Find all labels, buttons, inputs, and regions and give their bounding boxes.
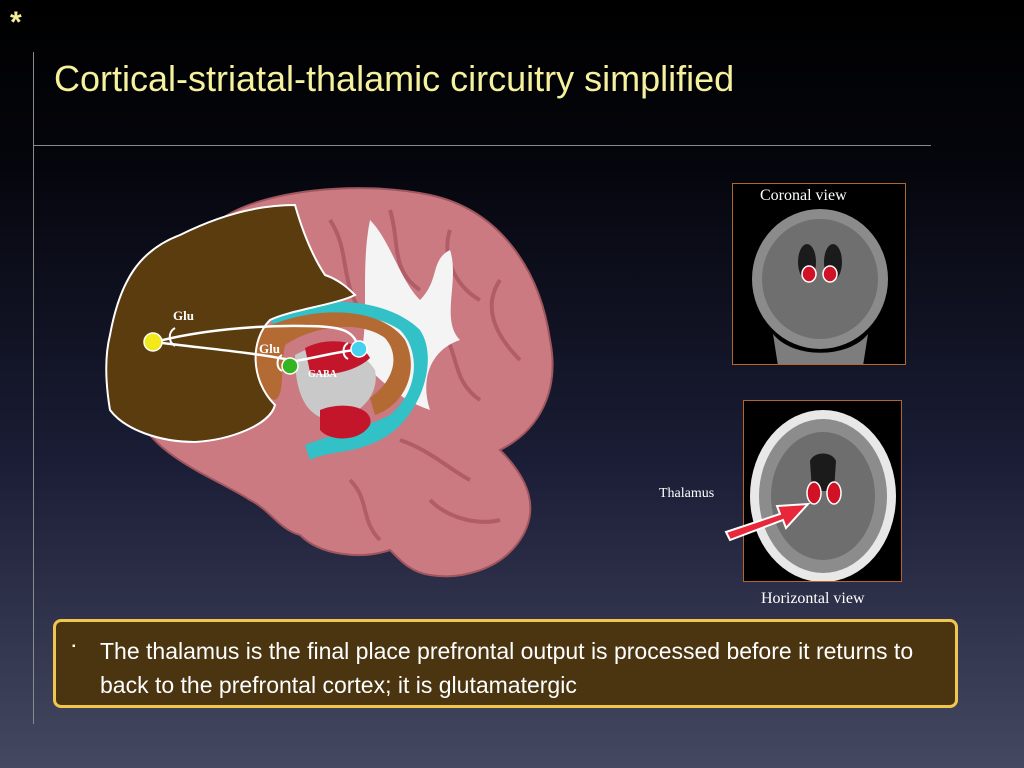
horizontal-mri-image — [743, 400, 902, 582]
coronal-mri-image — [732, 183, 906, 365]
synapse-mid — [276, 354, 283, 372]
label-glu-mid: Glu — [259, 341, 280, 356]
title-underline — [33, 145, 931, 146]
horizontal-thalamus-left — [806, 481, 822, 505]
cingulum — [270, 301, 428, 460]
caption-box — [53, 619, 958, 708]
horizontal-thalamus-right — [826, 481, 842, 505]
striatum — [255, 312, 411, 415]
coronal-thalamus-left — [801, 265, 817, 283]
label-gaba: GABA — [308, 369, 338, 380]
prefrontal-region — [105, 203, 357, 444]
horizontal-view-label: Horizontal view — [761, 590, 865, 607]
vertical-rule — [33, 52, 34, 724]
thalamus-label: Thalamus — [659, 486, 715, 501]
slide-asterisk: * — [10, 6, 22, 39]
white-matter — [360, 220, 460, 410]
synapse-gaba — [342, 342, 349, 360]
red-nucleus — [320, 405, 371, 439]
brain-circuit-diagram: Glu Glu GABA — [105, 187, 554, 578]
label-glu-top: Glu — [173, 308, 194, 323]
slide-title: Cortical-striatal-thalamic circuitry sim… — [54, 58, 735, 99]
caption-text: The thalamus is the final place prefront… — [100, 638, 914, 698]
coronal-view-label: Coronal view — [760, 187, 847, 204]
bullet-icon: ▪ — [72, 641, 76, 652]
synapse-top — [168, 327, 176, 347]
node-thalamus-cyan — [350, 340, 368, 358]
path-glu-top — [154, 324, 360, 349]
path-glu-mid — [154, 340, 291, 362]
coronal-thalamus-right — [822, 265, 838, 283]
thalamus-pointer-arrow — [724, 502, 811, 542]
node-striatum-green — [281, 357, 299, 375]
node-prefrontal-yellow — [143, 332, 163, 352]
